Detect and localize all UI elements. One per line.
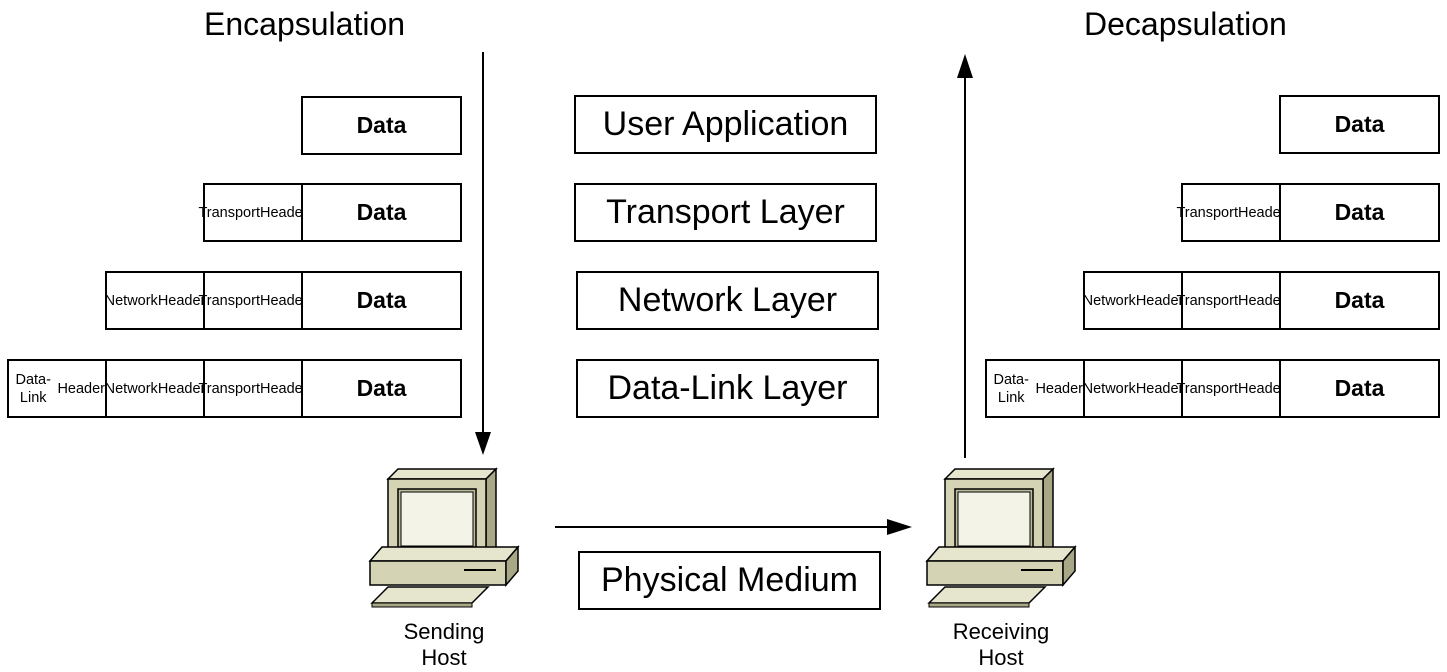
dec-row3-data: Data [1279,271,1440,330]
enc-row1-data: Data [301,96,462,155]
dec-row1-data: Data [1279,95,1440,154]
layer-data-link: Data-Link Layer [576,359,879,418]
layer-user-application: User Application [574,95,877,154]
layer-network: Network Layer [576,271,879,330]
enc-row4-data: Data [301,359,462,418]
physical-medium: Physical Medium [578,551,881,610]
transmission-arrow [555,519,912,535]
encapsulation-title: Encapsulation [204,6,406,42]
enc-row2-data: Data [301,183,462,242]
dec-row4-data: Data [1279,359,1440,418]
sending-computer-icon [368,467,520,608]
receiving-computer-icon [925,467,1077,608]
dec-row2-data: Data [1279,183,1440,242]
enc-row3-data: Data [301,271,462,330]
decapsulation-title: Decapsulation [1084,6,1287,42]
layer-transport: Transport Layer [574,183,877,242]
encapsulation-arrow [475,52,491,455]
decapsulation-arrow [957,54,973,458]
